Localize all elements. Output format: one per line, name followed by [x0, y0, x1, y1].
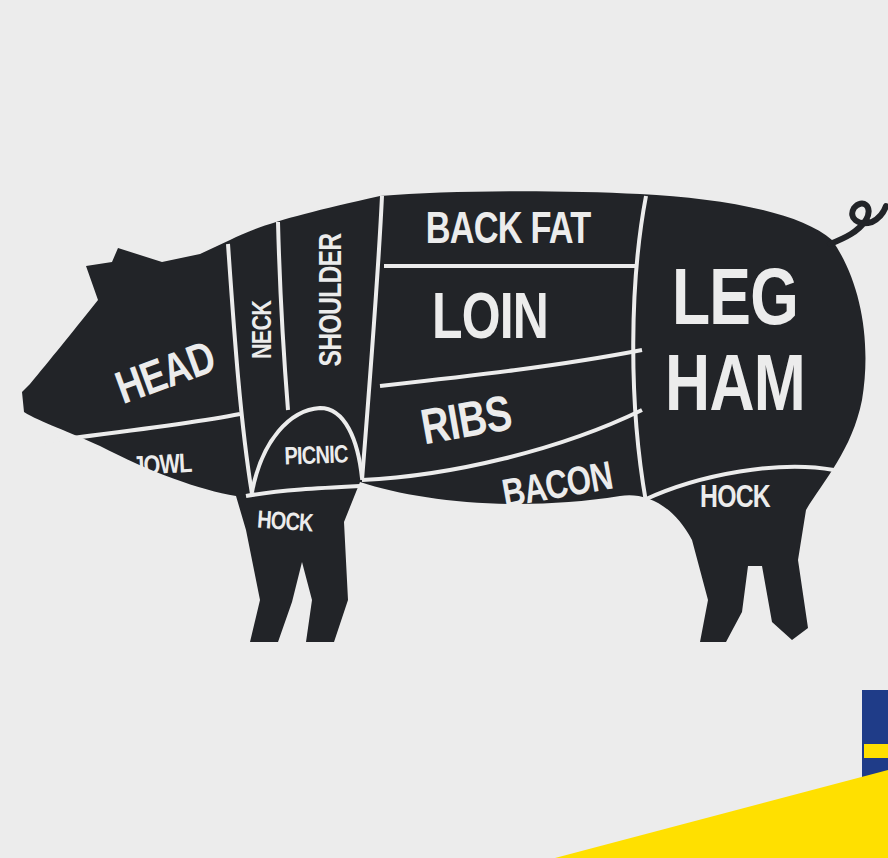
pig-tail — [830, 204, 886, 244]
yellow-corner — [555, 770, 888, 858]
cut-label: HOCK — [256, 507, 313, 536]
cut-label: NECK — [249, 301, 276, 359]
cut-label: PICNIC — [284, 441, 348, 468]
cut-label: JOWL — [132, 450, 193, 480]
cut-label: LOIN — [432, 284, 548, 348]
cut-label: SHOULDER — [315, 234, 346, 367]
cut-label: BACK FAT — [426, 206, 591, 250]
cut-lines — [40, 196, 834, 502]
cut-label: LEG HAM — [657, 254, 813, 427]
pig-silhouette — [22, 191, 865, 642]
cut-label: HOCK — [700, 481, 770, 512]
logo-stripe — [864, 744, 888, 758]
